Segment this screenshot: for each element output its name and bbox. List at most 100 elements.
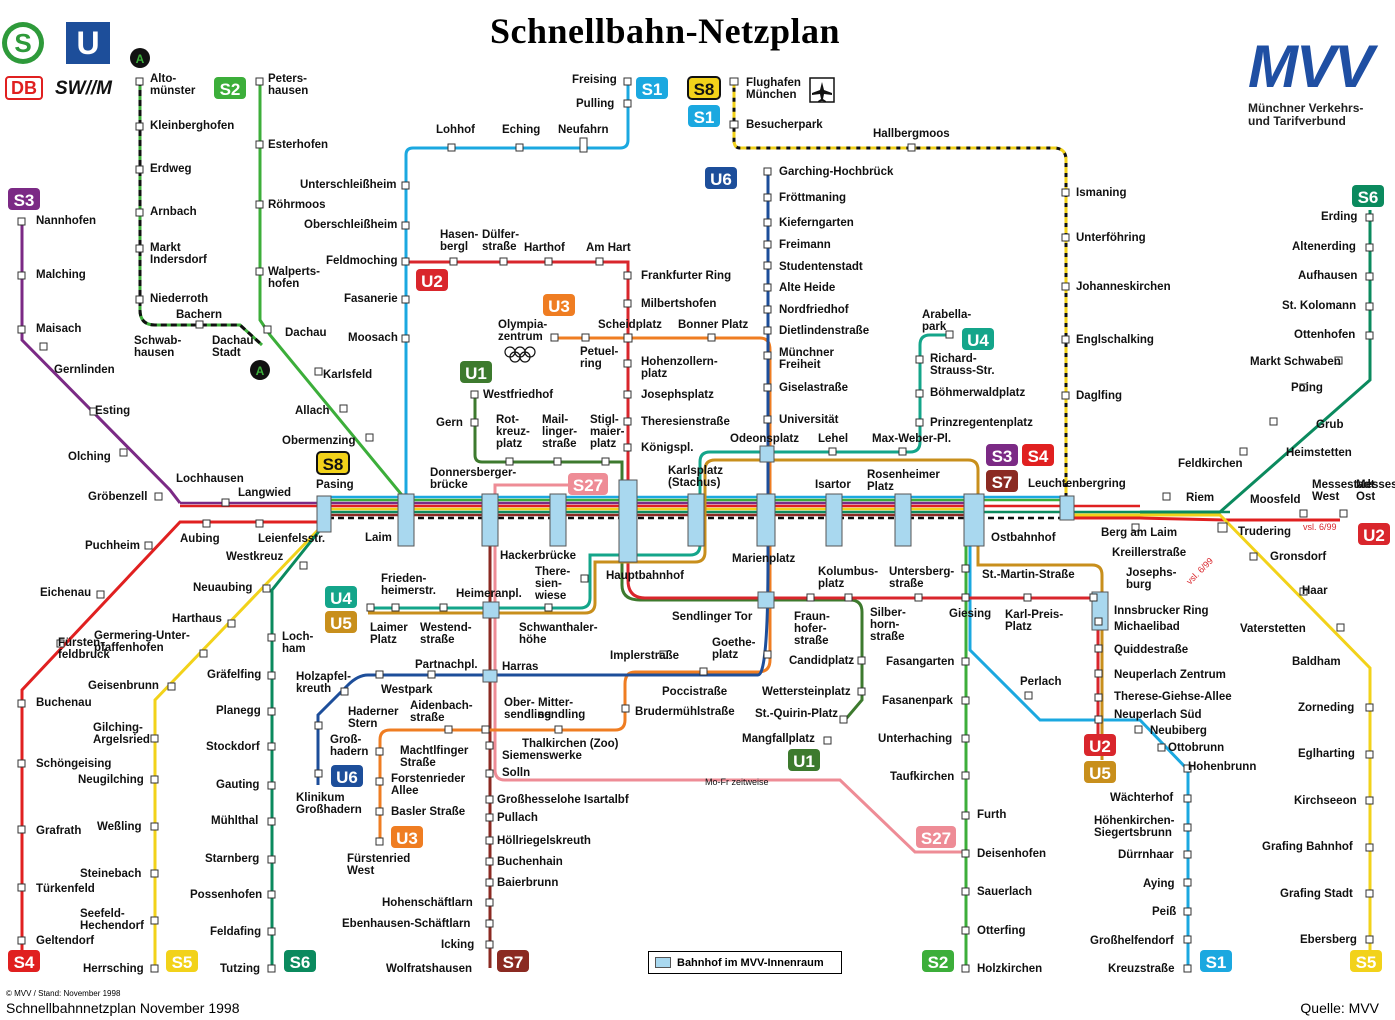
svg-text:U5: U5	[330, 614, 352, 633]
svg-text:S7: S7	[992, 473, 1013, 492]
station-fasanerie: Fasanerie	[344, 293, 398, 305]
a-circle-top	[130, 48, 150, 68]
badge-u3-north: U3	[543, 294, 575, 316]
station-quiddestrasse: Quiddestraße	[1114, 644, 1188, 656]
station-milbertshofen: Milbertshofen	[641, 298, 716, 310]
station-implerstrasse: Implerstraße	[610, 650, 679, 662]
olympic-rings-icon	[504, 346, 536, 363]
station-feldafing: Feldafing	[210, 926, 261, 938]
station-sendlingertor: Sendlinger Tor	[672, 611, 753, 623]
station-dietlindenstrasse: Dietlindenstraße	[779, 325, 869, 337]
station-baierbrunn: Baierbrunn	[497, 877, 558, 889]
svg-text:S4: S4	[14, 953, 35, 972]
station-gronsdorf: Gronsdorf	[1270, 551, 1326, 563]
mvv-logo: MVV Münchner Verkehrs- und Tarifverbund	[1248, 32, 1388, 128]
a-circle-bottom-label: A	[256, 364, 265, 378]
badge-s1-airport: S1	[688, 105, 720, 127]
badge-s3-east: S3	[986, 444, 1018, 466]
svg-text:S6: S6	[290, 953, 311, 972]
station-grafingstadt: Grafing Stadt	[1280, 888, 1353, 900]
station-box-laim	[397, 493, 415, 547]
station-hackerbruecke: Hackerbrücke	[500, 550, 576, 562]
station-theresienwiese: There-sien-wiese	[534, 566, 570, 602]
badge-u1-south: U1	[788, 749, 820, 771]
station-holzapfelkreuth: Holzapfel-kreuth	[296, 671, 351, 695]
station-poing: Poing	[1291, 382, 1323, 394]
badge-s27-south: S27	[916, 826, 956, 848]
svg-text:S5: S5	[172, 953, 193, 972]
station-englschalking: Englschalking	[1076, 334, 1154, 346]
station-zorneding: Zorneding	[1298, 702, 1354, 714]
station-thalkirchen: Thalkirchen (Zoo)	[522, 738, 619, 750]
station-peiss: Peiß	[1152, 906, 1176, 918]
badge-u4-west: U4	[325, 586, 357, 608]
station-bergamlaim: Berg am Laim	[1101, 527, 1177, 539]
s8-airport-bg	[732, 80, 1068, 518]
station-westpark: Westpark	[381, 684, 433, 696]
station-furth: Furth	[977, 809, 1006, 821]
station-rotkreuzplatz: Rot-kreuz-platz	[496, 414, 530, 450]
station-hauptbahnhof: Hauptbahnhof	[606, 570, 684, 582]
mvv-logo-line1: Münchner Verkehrs-	[1248, 101, 1364, 115]
station-kieferngarten: Kieferngarten	[779, 217, 854, 229]
station-malching: Malching	[36, 269, 86, 281]
station-altenerding: Altenerding	[1292, 241, 1356, 253]
station-dachau: Dachau	[285, 327, 327, 339]
station-eichenau: Eichenau	[40, 587, 91, 599]
legend-label: Bahnhof im MVV-Innenraum	[677, 956, 824, 969]
station-solln: Solln	[502, 767, 530, 779]
station-pullach: Pullach	[497, 812, 538, 824]
station-walpertshofen: Walperts-hofen	[268, 266, 320, 290]
db-logo: DB	[5, 76, 43, 100]
station-grosshelfendorf: Großhelfendorf	[1090, 935, 1174, 947]
station-puchheim: Puchheim	[85, 540, 140, 552]
station-ostbahnhof: Ostbahnhof	[991, 532, 1056, 544]
swm-logo: SW//M	[55, 78, 112, 99]
station-grosshadern: Groß-hadern	[330, 734, 368, 758]
station-box-pasing	[316, 495, 332, 533]
badge-u2-east: U2	[1358, 523, 1390, 545]
station-westendstrasse: Westend-straße	[420, 622, 472, 646]
station-neuperlachsued: Neuperlach Süd	[1114, 709, 1202, 721]
station-trudering: Trudering	[1238, 526, 1291, 538]
station-aying: Aying	[1143, 878, 1175, 890]
station-hohenschaeftlarn: Hohenschäftlarn	[382, 897, 473, 909]
station-leuchtenbergring: Leuchtenbergring	[1028, 478, 1126, 490]
station-duerrnhaar: Dürrnhaar	[1118, 849, 1174, 861]
station-unterfoehring: Unterföhring	[1076, 232, 1146, 244]
station-hohenbrunn: Hohenbrunn	[1188, 761, 1256, 773]
station-gilching: Gilching-Argelsried	[93, 722, 150, 746]
station-roehrmoos: Röhrmoos	[268, 199, 326, 211]
station-wessling: Weßling	[97, 821, 142, 833]
station-niederroth: Niederroth	[150, 293, 208, 305]
station-duelferstrasse: Dülfer-straße	[482, 229, 519, 253]
s5-east	[1066, 513, 1372, 968]
station-box-hackerbruecke	[549, 493, 567, 547]
stand-note: © MVV / Stand: November 1998	[6, 989, 121, 998]
station-kolumbusplatz: Kolumbus-platz	[818, 566, 878, 590]
station-germering: Germering-Unter-pfaffenhofen	[94, 630, 190, 654]
station-heimstetten: Heimstetten	[1286, 447, 1352, 459]
a-line	[138, 80, 264, 347]
svg-text:S5: S5	[1356, 953, 1377, 972]
station-hoellriegelskreuth: Höllriegelskreuth	[497, 835, 591, 847]
badge-u5-west: U5	[325, 611, 357, 633]
station-grosshesselohe: Großhesselohe Isartalbf	[497, 794, 629, 806]
station-baldham: Baldham	[1292, 656, 1341, 668]
s1-south	[968, 520, 1190, 968]
station-aidenbach: Aidenbach-straße	[410, 700, 473, 724]
station-marktschwaben: Markt Schwaben	[1250, 356, 1341, 368]
station-ebenhausen: Ebenhausen-Schäftlarn	[342, 918, 470, 930]
station-box-hauptbahnhof	[618, 479, 638, 563]
station-hohenzollernplatz: Hohenzollern-platz	[641, 356, 718, 380]
svg-text:U4: U4	[330, 589, 352, 608]
station-fuerstenfeldbruck: Fürsten-feldbruck	[58, 637, 110, 661]
station-theresienstrasse: Theresienstraße	[641, 416, 730, 428]
badge-u2-north: U2	[416, 269, 448, 291]
station-deisenhofen: Deisenhofen	[977, 848, 1046, 860]
station-haar: Haar	[1302, 585, 1328, 597]
station-stiglmaierplatz: Stigl-maier-platz	[590, 414, 625, 450]
